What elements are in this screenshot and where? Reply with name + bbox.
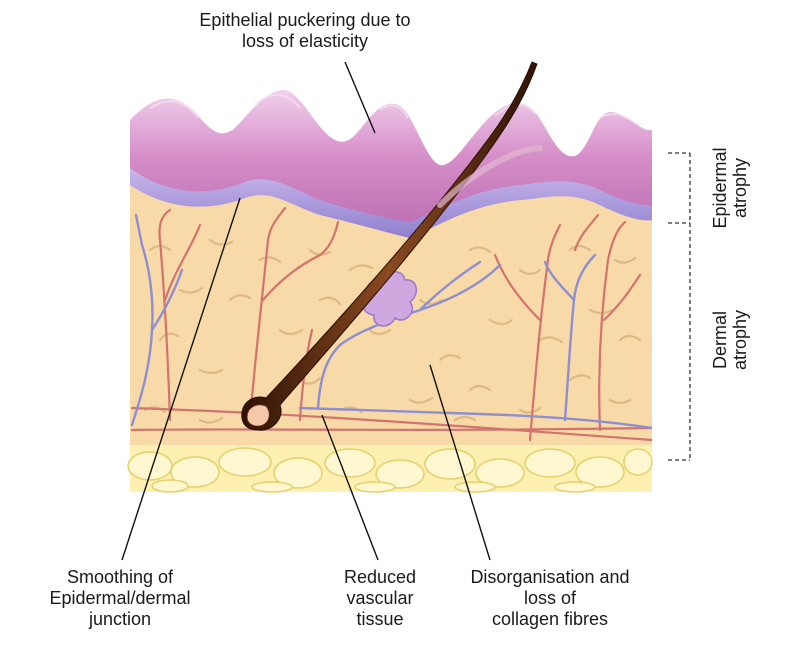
dermal-atrophy-label: Dermal atrophy [710,309,750,371]
leader-lines [121,61,491,561]
smoothing-junction-label: Smoothing of Epidermal/dermal junction [49,567,191,629]
epidermis-layer [130,89,652,238]
collagen-disorganisation-label: Disorganisation and loss of collagen fib… [470,567,630,629]
subcutaneous-fat-layer [127,440,653,493]
hair-follicle [241,61,543,431]
atrophy-brackets [668,152,691,461]
epithelial-puckering-label: Epithelial puckering due to loss of elas… [199,10,411,51]
reduced-vascular-label: Reduced vascular tissue [343,567,417,629]
epidermal-atrophy-label: Epidermal atrophy [710,147,750,229]
